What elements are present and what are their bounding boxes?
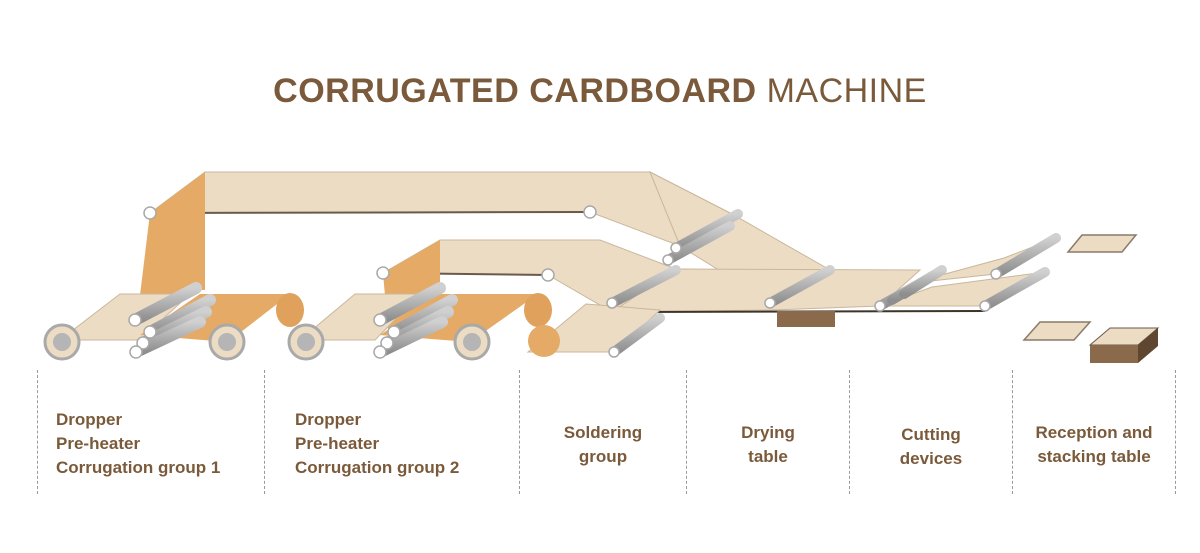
paper-roll-1 xyxy=(43,323,81,361)
stage-label-cutting: Cutting devices xyxy=(850,423,1012,471)
roller-cap xyxy=(670,242,682,254)
roller-cap xyxy=(387,325,401,339)
roller-cap xyxy=(129,345,143,359)
roller-cap xyxy=(583,205,597,219)
stage-label-line: devices xyxy=(899,449,963,468)
roller-cut-d xyxy=(991,233,1061,279)
roller-solder-d xyxy=(609,313,665,357)
roller-cap xyxy=(764,297,776,309)
roller-cap xyxy=(143,325,157,339)
paper-roll-2 xyxy=(208,323,246,361)
roller-cap xyxy=(990,268,1002,280)
roller-solder-c xyxy=(607,265,681,308)
roller-g2-b xyxy=(388,294,458,338)
stage-label-line: Cutting xyxy=(901,425,961,444)
roller-cap xyxy=(979,300,991,312)
group2-orange-roll xyxy=(524,293,552,327)
group1-orange-drop xyxy=(137,172,205,320)
roller-cap xyxy=(136,336,150,350)
drying-plate xyxy=(777,311,835,327)
title-bold: CORRUGATED CARDBOARD xyxy=(273,72,757,110)
stage-label-line: stacking table xyxy=(1037,447,1151,466)
top-web-sheet xyxy=(148,171,734,247)
roller-cap xyxy=(373,313,387,327)
stage-label-line: table xyxy=(748,447,788,466)
roller-drying xyxy=(765,265,835,308)
stage-label-group2: Dropper Pre-heater Corrugation group 2 xyxy=(295,408,459,480)
paper-roll-4 xyxy=(453,323,491,361)
stage-label-line: Dropper xyxy=(295,410,362,429)
title-light: MACHINE xyxy=(766,72,927,110)
roller-solder-a xyxy=(671,209,743,253)
roller-cut-c xyxy=(899,265,947,299)
top-web-edge xyxy=(149,211,591,214)
stage-divider xyxy=(1175,370,1176,494)
stage-divider xyxy=(1012,370,1013,494)
output-stack xyxy=(1088,327,1160,363)
stage-label-line: Pre-heater xyxy=(56,434,141,453)
roller-cut-e xyxy=(980,267,1050,311)
roller-cap xyxy=(662,254,674,266)
stage-divider xyxy=(686,370,687,494)
roller-cap xyxy=(874,300,886,312)
roller-cap xyxy=(128,313,142,327)
roller-cap xyxy=(143,206,157,220)
stage-label-soldering: Soldering group xyxy=(520,421,686,469)
stage-label-line: group xyxy=(578,447,628,466)
stage-label-line: Reception and xyxy=(1035,423,1153,442)
roller-cap xyxy=(606,297,618,309)
stage-label-line: Dropper xyxy=(56,410,123,429)
stage-divider xyxy=(264,370,265,494)
stage-label-line: Corrugation group 2 xyxy=(295,458,460,477)
roller-solder-b xyxy=(663,221,735,265)
stage-divider xyxy=(519,370,520,494)
paper-roll-3 xyxy=(287,323,325,361)
stage-divider xyxy=(849,370,850,494)
stage-label-line: Pre-heater xyxy=(295,434,380,453)
output-sheet-1 xyxy=(1066,234,1138,253)
roller-cap xyxy=(376,266,390,280)
roller-cap xyxy=(373,345,387,359)
roller-cap xyxy=(608,346,620,358)
roller-g1-a xyxy=(129,282,202,326)
stage-label-line: Drying xyxy=(741,423,795,442)
machine-illustration xyxy=(43,170,1160,363)
soldering-orange-roll xyxy=(528,325,560,357)
roller-cap xyxy=(380,336,394,350)
stage-label-drying: Drying table xyxy=(687,421,849,469)
group1-orange-roll xyxy=(276,293,304,327)
stage-divider xyxy=(37,370,38,494)
stage-label-reception: Reception and stacking table xyxy=(1013,421,1175,469)
output-sheet-2 xyxy=(1022,321,1092,341)
roller-g1-b xyxy=(144,294,216,338)
diagram-title: CORRUGATED CARDBOARD MACHINE xyxy=(0,72,1200,111)
stage-label-group1: Dropper Pre-heater Corrugation group 1 xyxy=(56,408,220,480)
roller-cap xyxy=(541,268,555,282)
stage-label-line: Corrugation group 1 xyxy=(56,458,221,477)
stage-label-line: Soldering xyxy=(563,423,643,442)
roller-g2-a xyxy=(374,282,446,326)
